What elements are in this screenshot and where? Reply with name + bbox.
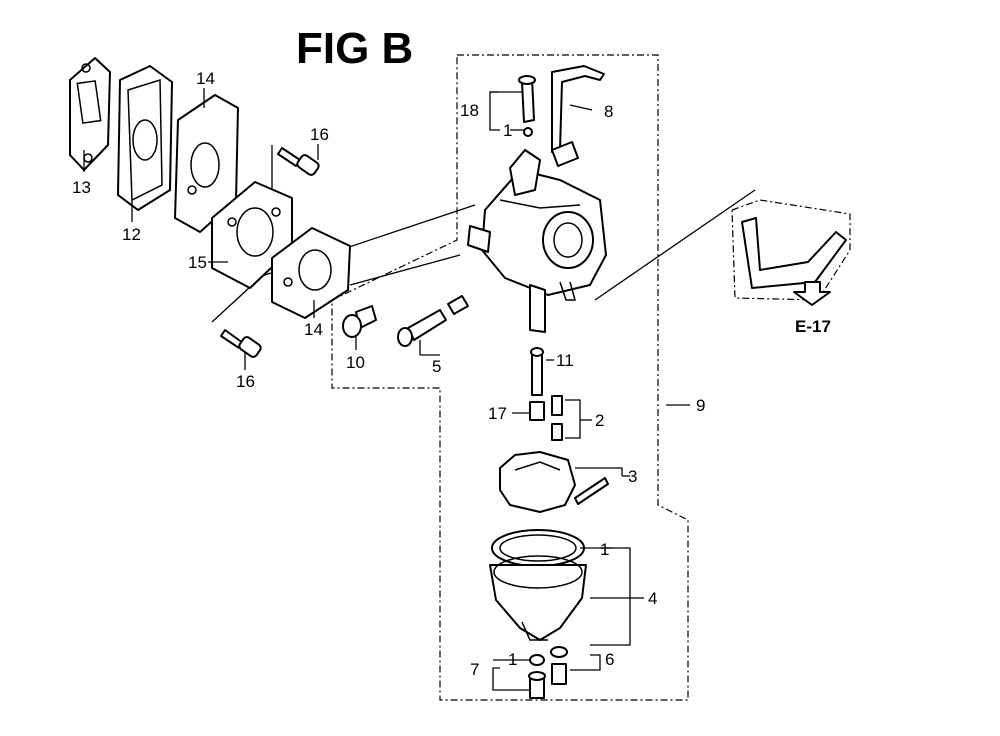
callout-2: 2	[595, 411, 604, 430]
nozzle-11	[530, 347, 544, 396]
callout-12: 12	[122, 225, 141, 244]
leader-lines	[83, 88, 690, 691]
float-valve-2	[551, 395, 563, 441]
reference-e17: E-17	[795, 317, 831, 336]
callout-16-lower: 16	[236, 372, 255, 391]
callout-8: 8	[604, 102, 613, 121]
callout-15: 15	[188, 253, 207, 272]
bolt-16-upper	[277, 147, 320, 176]
callout-7: 7	[470, 660, 479, 679]
callout-14-upper: 14	[196, 69, 215, 88]
gasket-14-lower	[271, 227, 351, 319]
carburetor-body	[467, 149, 607, 333]
gasket-14-upper	[174, 94, 239, 233]
callout-13: 13	[72, 178, 91, 197]
callout-11: 11	[556, 351, 574, 370]
callout-6: 6	[605, 650, 614, 669]
callout-4: 4	[648, 589, 657, 608]
assembly-outline	[331, 54, 689, 701]
drain-bolt-7	[528, 654, 546, 699]
fuel-tube	[731, 199, 851, 306]
float-chamber-4	[489, 529, 587, 641]
callout-1-bottom: 1	[508, 650, 517, 669]
screw-10	[342, 305, 377, 338]
callout-14-lower: 14	[304, 320, 323, 339]
bolt-16-lower	[220, 329, 262, 358]
callout-16-upper: 16	[310, 125, 329, 144]
callout-9: 9	[696, 396, 705, 415]
pilot-screw-5	[397, 295, 469, 347]
plate-12	[117, 65, 173, 211]
choke-lever-8	[551, 65, 605, 167]
gasket-13	[69, 57, 111, 171]
callout-1-top: 1	[503, 121, 512, 140]
main-jet-17	[529, 401, 545, 421]
callout-18: 18	[460, 101, 479, 120]
callout-17: 17	[488, 404, 507, 423]
callout-3: 3	[628, 467, 637, 486]
callout-1-ring: 1	[600, 540, 609, 559]
callout-5: 5	[432, 357, 441, 376]
float-3	[499, 451, 609, 513]
callout-10: 10	[346, 353, 365, 372]
figure-title: FIG B	[296, 24, 413, 73]
screw-18	[518, 75, 536, 137]
bolt-6	[550, 646, 568, 685]
